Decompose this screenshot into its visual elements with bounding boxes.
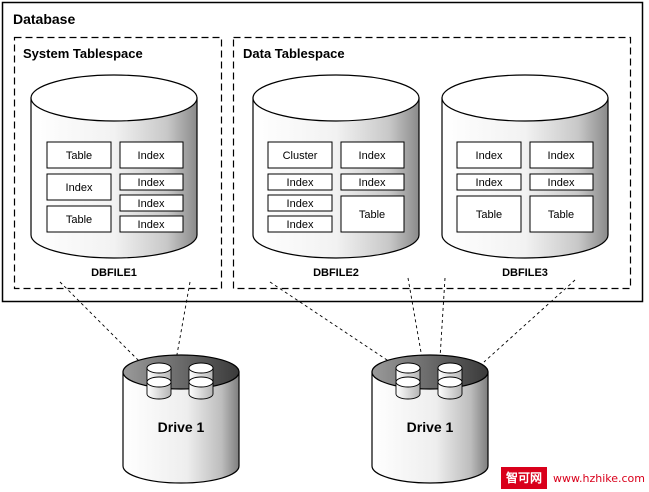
watermark-logo: 智可网 <box>500 467 547 489</box>
object-label: Index <box>359 177 386 189</box>
drive-label: Drive 1 <box>407 419 454 435</box>
object-box <box>267 215 333 233</box>
object-label: Table <box>66 214 92 226</box>
data-tablespace-box <box>232 36 632 290</box>
object-box <box>456 173 522 191</box>
object-label: Index <box>476 150 503 162</box>
disk-icon <box>437 376 463 388</box>
object-box <box>456 141 522 169</box>
watermark: 智可网 www.hzhike.com <box>500 467 647 489</box>
drive-cylinder: Drive 1 <box>122 354 240 484</box>
drive-label: Drive 1 <box>158 419 205 435</box>
object-label: Table <box>476 209 502 221</box>
disk-icon <box>437 362 463 374</box>
object-box <box>267 194 333 212</box>
object-label: Index <box>138 219 165 231</box>
object-box <box>340 195 405 233</box>
object-box <box>119 194 184 212</box>
object-boxes <box>267 141 405 233</box>
connector-line <box>439 277 446 359</box>
object-box <box>46 173 112 201</box>
object-box <box>340 141 405 169</box>
object-label: Index <box>548 150 575 162</box>
connector-line <box>269 281 391 363</box>
object-label: Table <box>359 209 385 221</box>
datafile-cylinder: Table Index Table Index Index Index Inde… <box>30 74 198 259</box>
object-box <box>529 173 594 191</box>
object-box <box>267 173 333 191</box>
connector-line <box>175 281 191 361</box>
cylinder-top <box>30 74 198 122</box>
object-box <box>46 205 112 233</box>
disk-icon <box>146 376 172 388</box>
drive-cylinder: Drive 1 <box>371 354 489 484</box>
disk-icon <box>188 376 214 388</box>
cylinder-top <box>441 74 609 122</box>
disk-stack <box>146 362 214 400</box>
disk-icon <box>188 362 214 374</box>
object-box <box>529 141 594 169</box>
object-label: Table <box>548 209 574 221</box>
drive-top <box>122 354 240 390</box>
object-box <box>46 141 112 169</box>
disk-icon <box>146 362 172 374</box>
connector-line <box>59 281 141 363</box>
disk-stack <box>395 362 463 400</box>
object-label: Cluster <box>283 150 318 162</box>
disk-icon <box>395 362 421 374</box>
object-label: Index <box>138 177 165 189</box>
drive-top <box>371 354 489 390</box>
cylinder-top <box>252 74 420 122</box>
system-tablespace-label: System Tablespace <box>23 46 143 61</box>
data-tablespace-label: Data Tablespace <box>243 46 345 61</box>
datafile-cylinder: Index Index Table Index Index Table <box>441 74 609 259</box>
object-label: Index <box>138 198 165 210</box>
object-box <box>529 195 594 233</box>
object-box <box>119 215 184 233</box>
connector-line <box>483 279 576 363</box>
object-label: Index <box>476 177 503 189</box>
datafile-label: DBFILE2 <box>313 267 359 279</box>
datafile-label: DBFILE1 <box>91 267 137 279</box>
object-box <box>340 173 405 191</box>
drive-body <box>371 371 489 484</box>
object-label: Index <box>287 198 314 210</box>
object-label: Index <box>548 177 575 189</box>
object-box <box>267 141 333 169</box>
object-label: Index <box>66 182 93 194</box>
database-label: Database <box>13 11 75 27</box>
object-boxes <box>46 141 184 233</box>
watermark-url[interactable]: www.hzhike.com <box>553 471 645 485</box>
object-box <box>119 173 184 191</box>
object-label: Index <box>287 177 314 189</box>
connector-lines <box>59 277 576 363</box>
drive-body <box>122 371 240 484</box>
datafile-cylinder: Cluster Index Index Index Index Index Ta… <box>252 74 420 259</box>
connector-line <box>407 277 423 359</box>
object-label: Index <box>287 219 314 231</box>
object-label: Index <box>359 150 386 162</box>
object-label: Index <box>138 150 165 162</box>
datafile-label: DBFILE3 <box>502 267 548 279</box>
object-box <box>456 195 522 233</box>
system-tablespace-box <box>13 36 223 290</box>
object-boxes <box>456 141 594 233</box>
object-label: Table <box>66 150 92 162</box>
disk-icon <box>395 376 421 388</box>
object-box <box>119 141 184 169</box>
